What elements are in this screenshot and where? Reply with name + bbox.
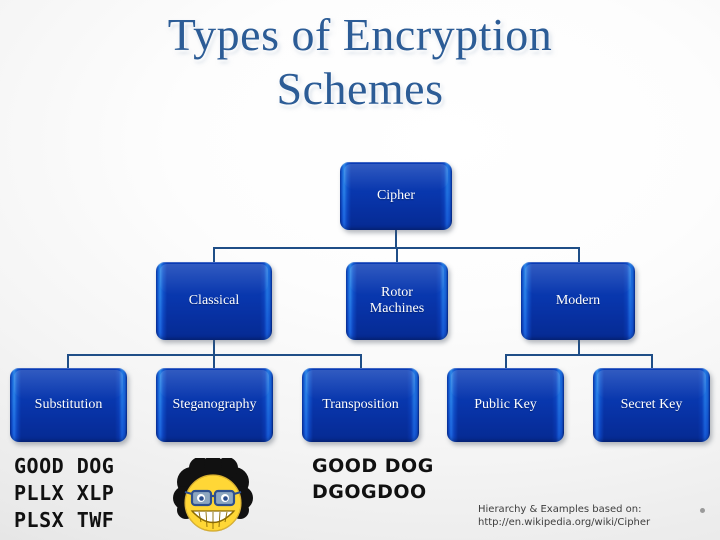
connector-to-modern	[578, 247, 580, 263]
credit-line-1: Hierarchy & Examples based on:	[478, 504, 642, 515]
connector-to-classical	[213, 247, 215, 263]
connector-to-substitution	[67, 354, 69, 369]
node-steganography[interactable]: Steganography	[156, 368, 273, 442]
node-secret-key[interactable]: Secret Key	[593, 368, 710, 442]
connector-classical-down	[213, 340, 215, 355]
page-title: Types of Encryption Schemes	[167, 9, 553, 114]
bullet-icon	[700, 508, 705, 513]
connector-to-rotor	[396, 247, 398, 263]
node-cipher[interactable]: Cipher	[340, 162, 452, 230]
connector-to-secretkey	[651, 354, 653, 369]
connector-to-steganography	[213, 354, 215, 369]
connector-to-transposition	[360, 354, 362, 369]
transposition-example-text: GOOD DOG DGOGDOO	[312, 455, 434, 503]
node-classical[interactable]: Classical	[156, 262, 272, 340]
node-substitution[interactable]: Substitution	[10, 368, 127, 442]
node-public-key[interactable]: Public Key	[447, 368, 564, 442]
connector-modern-down	[578, 340, 580, 355]
node-transposition[interactable]: Transposition	[302, 368, 419, 442]
substitution-example-text: GOOD DOG PLLX XLP PLSX TWF	[14, 454, 115, 532]
credit-line-2: http://en.wikipedia.org/wiki/Cipher	[478, 517, 651, 528]
connector-modern-bar	[505, 354, 652, 356]
node-modern[interactable]: Modern	[521, 262, 635, 340]
connector-cipher-down	[395, 230, 397, 249]
credit-block: Hierarchy & Examples based on: http://en…	[478, 503, 714, 529]
node-rotor-machines[interactable]: Rotor Machines	[346, 262, 448, 340]
connector-to-publickey	[505, 354, 507, 369]
afro-smiley-icon	[173, 458, 253, 532]
